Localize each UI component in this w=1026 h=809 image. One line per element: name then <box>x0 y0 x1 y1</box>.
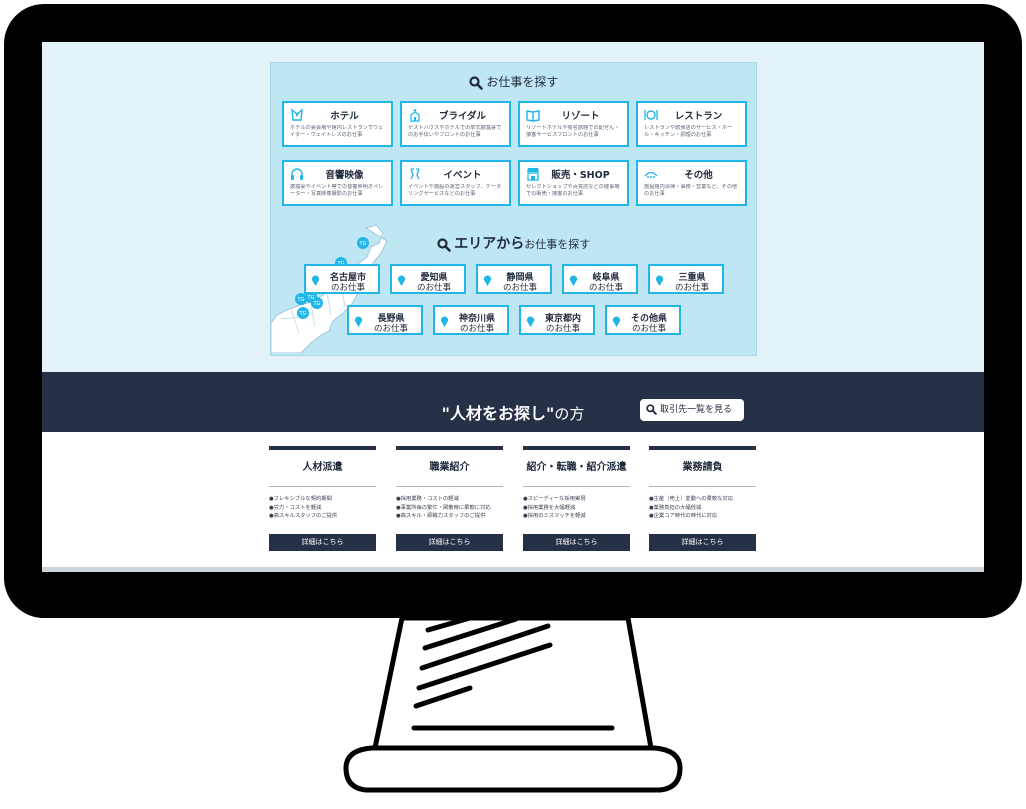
area-button-gifu[interactable]: 岐阜県 のお仕事 <box>562 264 638 294</box>
category-desc: レストランや飲食店のサービス・ホール・キッチン・調理のお仕事 <box>644 125 733 138</box>
area-button-aichi[interactable]: 愛知県 のお仕事 <box>390 264 466 294</box>
map-pin-icon <box>612 316 621 327</box>
category-title: イベント <box>443 170 482 181</box>
map-pin-icon <box>483 275 492 286</box>
shop-icon <box>527 168 539 181</box>
map-pin-icon <box>397 275 406 286</box>
search-icon <box>646 404 657 415</box>
other-icon <box>644 171 658 178</box>
category-desc: 披露宴やイベント等での音響照明オペレーター・写真映像撮影のお仕事 <box>290 184 384 197</box>
category-card-resort[interactable]: リゾート リゾートホテルや有名旅館での配ぜん・接客サービスフロントのお仕事 <box>518 101 629 147</box>
talent-search-heading: "人材をお探し"の方 <box>42 400 984 424</box>
area-button-other[interactable]: その他県 のお仕事 <box>605 305 681 335</box>
category-desc: イベントや施設の運営スタッフ、ケータリングサービスなどのお仕事 <box>408 184 502 197</box>
category-card-event[interactable]: イベント イベントや施設の運営スタッフ、ケータリングサービスなどのお仕事 <box>400 160 511 206</box>
category-card-restaurant[interactable]: レストラン レストランや飲食店のサービス・ホール・キッチン・調理のお仕事 <box>636 101 747 147</box>
area-search-heading: エリアからお仕事を探す <box>271 233 756 253</box>
map-pin-icon <box>354 316 363 327</box>
category-card-hotel[interactable]: ホテル ホテルの宴会場や館内レストランでウェイター・ウェイトレスのお仕事 <box>282 101 393 147</box>
tuxedo-icon <box>291 108 303 121</box>
service-detail-button[interactable]: 詳細はこちら <box>523 534 630 551</box>
map-badge: TG <box>359 241 367 247</box>
service-title: 業務請負 <box>649 450 756 487</box>
category-card-shop[interactable]: 販売・SHOP セレクトショップや百貨店などの催事場での販売・接客のお仕事 <box>518 160 629 206</box>
area-button-mie[interactable]: 三重県 のお仕事 <box>648 264 724 294</box>
category-title: レストラン <box>674 111 723 122</box>
category-desc: ホテルの宴会場や館内レストランでウェイター・ウェイトレスのお仕事 <box>290 125 384 138</box>
service-bullets: ●生産（売上）変動への柔軟な対応 ●業務負担の大幅低減 ●企業コア時代の時代に対… <box>649 496 734 519</box>
service-dispatch: 人材派遣 ●フレキシブルな契約期間 ●労力・コストを軽減 ●高スキルスタッフのご… <box>269 446 376 551</box>
book-icon <box>526 110 540 122</box>
category-title: その他 <box>684 170 713 181</box>
map-badge: TG <box>299 311 307 317</box>
service-detail-button[interactable]: 詳細はこちら <box>269 534 376 551</box>
service-detail-button[interactable]: 詳細はこちら <box>649 534 756 551</box>
category-title: 音響映像 <box>325 170 364 181</box>
service-detail-button[interactable]: 詳細はこちら <box>396 534 503 551</box>
category-desc: セレクトショップや百貨店などの催事場での販売・接客のお仕事 <box>526 184 620 197</box>
category-desc: ゲストハウスやホテルでの挙式披露宴でのお手伝いやフロントのお仕事 <box>408 125 502 138</box>
screen: お仕事を探す ホテル ホテルの宴会場や館内レストランでウェイター・ウェイトレスの… <box>42 42 984 572</box>
map-pin-icon <box>569 275 578 286</box>
job-search-title: お仕事を探す <box>486 75 559 89</box>
map-pin-icon <box>526 316 535 327</box>
scrollbar-track <box>42 567 984 572</box>
monitor-base <box>343 745 683 793</box>
service-bullets: ●スピーディーな採用実現 ●採用業務を大幅軽減 ●採用のミスマッチを軽減 <box>523 496 586 519</box>
service-title: 職業紹介 <box>396 450 503 487</box>
wedding-chapel-icon <box>410 109 420 122</box>
map-badge: TG <box>297 297 305 303</box>
talent-title-rest: の方 <box>554 405 585 423</box>
client-list-label: 取引先一覧を見る <box>660 405 733 415</box>
service-referral: 紹介・転職・紹介派遣 ●スピーディーな採用実現 ●採用業務を大幅軽減 ●採用のミ… <box>523 446 630 551</box>
map-badge: TG <box>307 295 315 301</box>
map-badge: TG <box>313 301 321 307</box>
dining-icon <box>644 110 658 120</box>
area-search-title-bold: エリアから <box>454 236 525 252</box>
job-search-heading: お仕事を探す <box>271 73 756 90</box>
service-outsourcing: 業務請負 ●生産（売上）変動への柔軟な対応 ●業務負担の大幅低減 ●企業コア時代… <box>649 446 756 551</box>
area-button-nagoya[interactable]: 名古屋市 のお仕事 <box>304 264 380 294</box>
service-placement: 職業紹介 ●採用業務・コストの軽減 ●事業所毎の繁忙・閑散時に柔軟に対応 ●高ス… <box>396 446 503 551</box>
category-card-bridal[interactable]: ブライダル ゲストハウスやホテルでの挙式披露宴でのお手伝いやフロントのお仕事 <box>400 101 511 147</box>
area-button-shizuoka[interactable]: 静岡県 のお仕事 <box>476 264 552 294</box>
category-title: リゾート <box>561 111 600 122</box>
category-title: 販売・SHOP <box>551 170 610 181</box>
client-list-button[interactable]: 取引先一覧を見る <box>640 399 744 421</box>
map-pin-icon <box>311 275 320 286</box>
search-icon <box>437 238 451 252</box>
area-button-nagano[interactable]: 長野県 のお仕事 <box>347 305 423 335</box>
category-title: ホテル <box>330 111 359 122</box>
category-title: ブライダル <box>438 111 487 122</box>
service-bullets: ●採用業務・コストの軽減 ●事業所毎の繁忙・閑散時に柔軟に対応 ●高スキル・即戦… <box>396 496 491 519</box>
services-section <box>42 432 984 572</box>
talent-search-band <box>42 372 984 432</box>
search-icon <box>468 75 483 90</box>
job-search-panel: お仕事を探す ホテル ホテルの宴会場や館内レストランでウェイター・ウェイトレスの… <box>270 62 757 356</box>
service-title: 人材派遣 <box>269 450 376 487</box>
category-desc: リゾートホテルや有名旅館での配ぜん・接客サービスフロントのお仕事 <box>526 125 620 138</box>
area-button-tokyo[interactable]: 東京都内 のお仕事 <box>519 305 595 335</box>
area-search-title-rest: お仕事を探す <box>524 238 591 251</box>
area-button-kanagawa[interactable]: 神奈川県 のお仕事 <box>433 305 509 335</box>
map-pin-icon <box>655 275 664 286</box>
map-pin-icon <box>440 316 449 327</box>
talent-title-bold: "人材をお探し" <box>441 404 555 423</box>
event-icon <box>410 168 420 180</box>
category-card-av[interactable]: 音響映像 披露宴やイベント等での音響照明オペレーター・写真映像撮影のお仕事 <box>282 160 393 206</box>
category-desc: 施設館内清掃・事務・営業など、その他のお仕事 <box>644 184 738 197</box>
headphones-icon <box>291 168 303 180</box>
service-bullets: ●フレキシブルな契約期間 ●労力・コストを軽減 ●高スキルスタッフのご提供 <box>269 496 338 519</box>
category-card-other[interactable]: その他 施設館内清掃・事務・営業など、その他のお仕事 <box>636 160 747 206</box>
service-title: 紹介・転職・紹介派遣 <box>523 450 630 487</box>
